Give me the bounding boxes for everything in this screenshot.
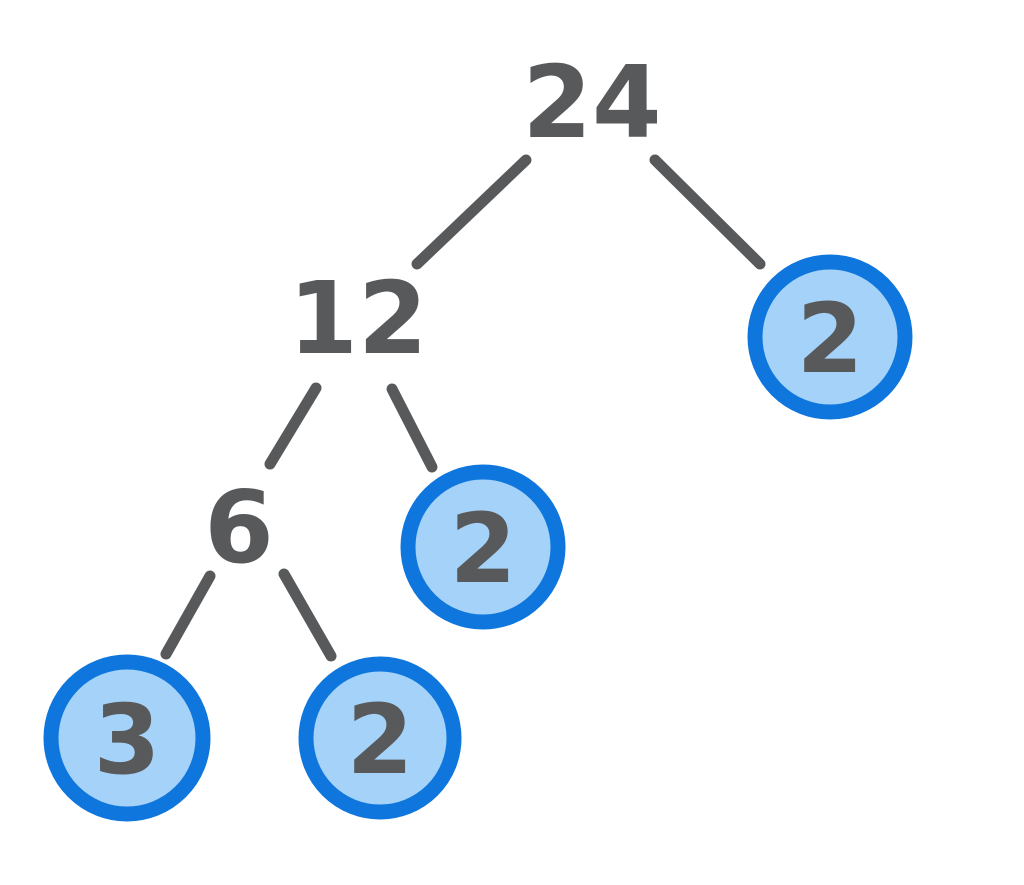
node-label-6: 6 — [204, 469, 274, 586]
node-label-12: 12 — [288, 260, 427, 377]
node-label-2-bottom: 2 — [347, 684, 414, 796]
branch-12-to-6 — [264, 382, 322, 470]
prime-circle-2-mid — [400, 464, 566, 630]
node-label-3: 3 — [94, 684, 161, 796]
branch-6-to-3 — [160, 570, 216, 660]
node-label-24: 24 — [522, 44, 661, 161]
prime-circle-2-right — [747, 254, 913, 420]
prime-circle-3 — [43, 654, 211, 822]
branch-24-to-2-right — [649, 154, 766, 270]
node-label-2-right: 2 — [797, 283, 864, 395]
branch-24-to-12 — [411, 154, 532, 270]
prime-circle-2-bottom — [298, 656, 462, 820]
branch-6-to-2-bottom — [278, 568, 337, 662]
node-label-2-mid: 2 — [450, 493, 517, 605]
branch-12-to-2-mid — [386, 383, 438, 473]
